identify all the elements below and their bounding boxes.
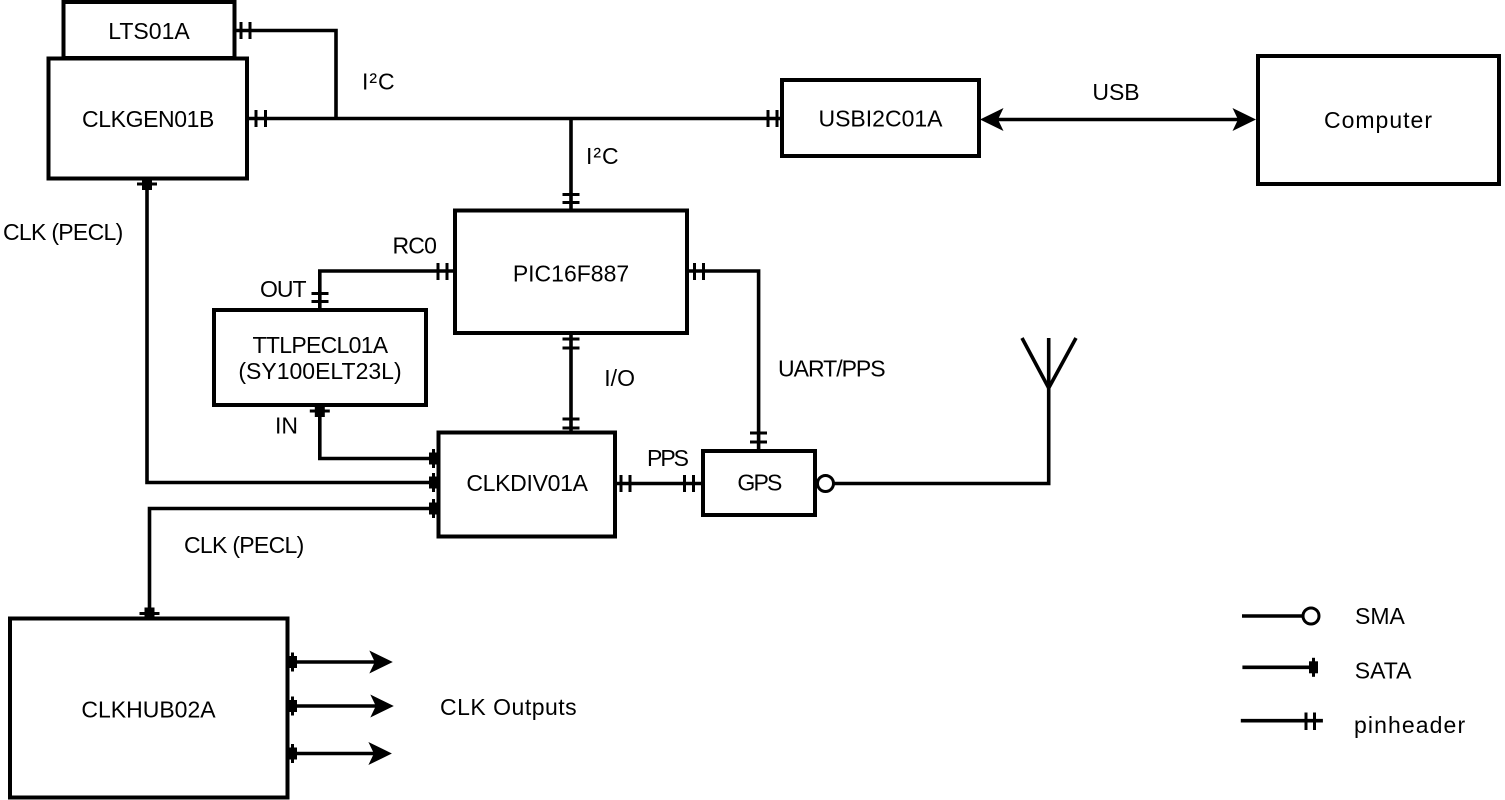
svg-text:CLK (PECL): CLK (PECL) [3,219,123,245]
svg-text:CLK (PECL): CLK (PECL) [184,532,304,558]
svg-text:CLK Outputs: CLK Outputs [440,694,577,720]
svg-text:SMA: SMA [1355,603,1406,629]
svg-text:PIC16F887: PIC16F887 [513,260,629,286]
svg-text:UART/PPS: UART/PPS [778,355,885,381]
svg-text:CLKHUB02A: CLKHUB02A [81,697,216,723]
svg-text:OUT: OUT [260,276,307,302]
svg-text:CLKDIV01A: CLKDIV01A [466,470,588,496]
svg-text:pinheader: pinheader [1354,712,1466,738]
svg-text:SATA: SATA [1355,658,1412,684]
svg-text:RC0: RC0 [393,233,437,259]
svg-text:GPS: GPS [737,470,782,496]
svg-text:USBI2C01A: USBI2C01A [818,106,943,132]
svg-text:(SY100ELT23L): (SY100ELT23L) [238,358,401,384]
svg-text:CLKGEN01B: CLKGEN01B [82,106,214,132]
svg-text:Computer: Computer [1324,107,1433,133]
svg-text:I²C: I²C [586,143,620,169]
svg-text:LTS01A: LTS01A [108,18,190,44]
svg-text:USB: USB [1092,79,1139,105]
svg-text:PPS: PPS [647,445,689,471]
svg-text:I/O: I/O [604,365,635,391]
svg-text:I²C: I²C [362,69,396,95]
svg-text:IN: IN [275,413,298,439]
svg-text:TTLPECL01A: TTLPECL01A [253,332,389,358]
